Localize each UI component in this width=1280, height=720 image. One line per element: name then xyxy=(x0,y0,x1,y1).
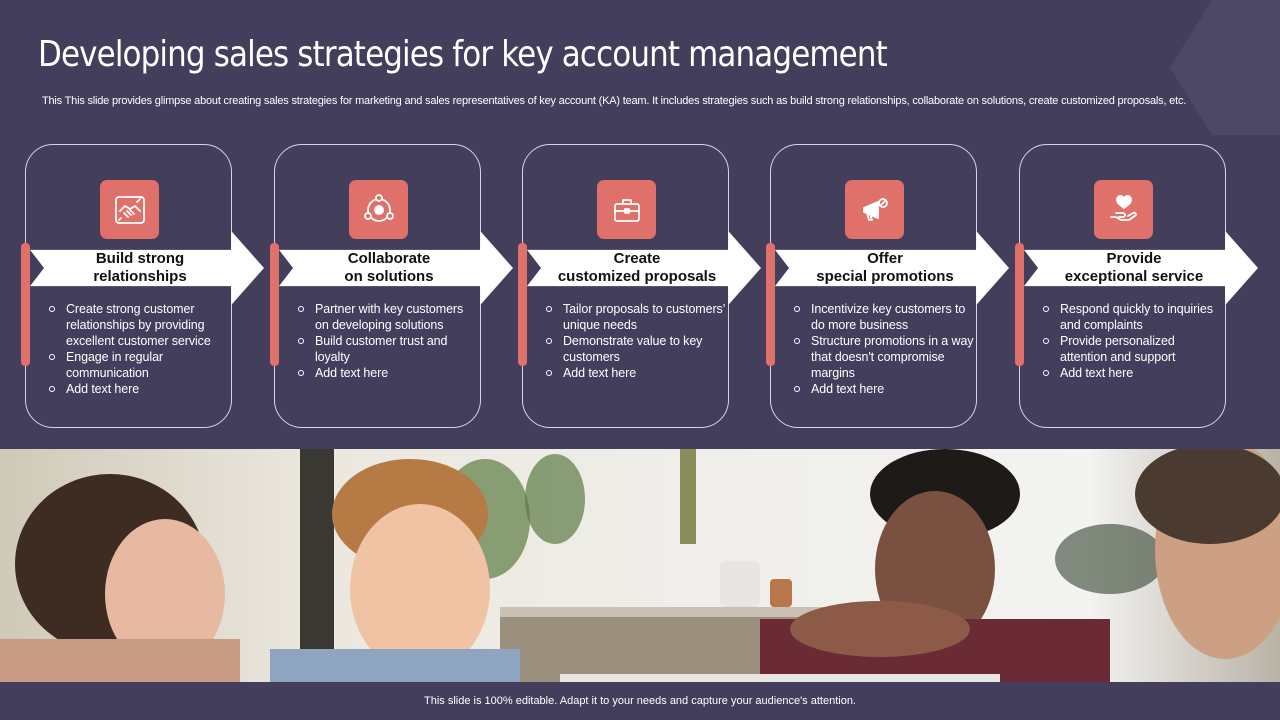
list-item: Incentivize key customers to do more bus… xyxy=(793,301,975,333)
bullet-list: Incentivize key customers to do more bus… xyxy=(793,301,975,397)
team-gear-icon xyxy=(349,180,408,239)
list-item: Add text here xyxy=(48,381,230,397)
list-item: Tailor proposals to customers’ unique ne… xyxy=(545,301,727,333)
list-item: Partner with key customers on developing… xyxy=(297,301,479,333)
list-item: Demonstrate value to key customers xyxy=(545,333,727,365)
card-title: Build strong relationships xyxy=(93,250,187,285)
page-subtitle: This This slide provides glimpse about c… xyxy=(42,95,1187,107)
card-title: Create customized proposals xyxy=(557,250,717,285)
accent-bar xyxy=(270,243,279,366)
card-title: Offer special promotions xyxy=(816,250,954,285)
megaphone-icon xyxy=(845,180,904,239)
list-item: Structure promotions in a way that doesn… xyxy=(793,333,975,381)
footer-note: This slide is 100% editable. Adapt it to… xyxy=(424,695,856,707)
strategy-card-promotions: Offer special promotions Incentivize key… xyxy=(766,144,1009,428)
team-meeting-photo xyxy=(0,449,1280,682)
list-item: Add text here xyxy=(545,365,727,381)
card-title: Collaborate on solutions xyxy=(344,250,434,285)
accent-bar xyxy=(21,243,30,366)
strategy-card-service: Provide exceptional service Respond quic… xyxy=(1015,144,1258,428)
list-item: Build customer trust and loyalty xyxy=(297,333,479,365)
accent-bar xyxy=(518,243,527,366)
bullet-list: Respond quickly to inquiries and complai… xyxy=(1042,301,1224,381)
list-item: Provide personalized attention and suppo… xyxy=(1042,333,1224,365)
strategy-card-collaborate: Collaborate on solutions Partner with ke… xyxy=(270,144,513,428)
list-item: Add text here xyxy=(297,365,479,381)
hand-heart-icon xyxy=(1094,180,1153,239)
list-item: Engage in regular communication xyxy=(48,349,230,381)
list-item: Respond quickly to inquiries and complai… xyxy=(1042,301,1224,333)
page-title: Developing sales strategies for key acco… xyxy=(38,34,888,75)
photo-illustration xyxy=(0,449,1280,682)
strategy-card-proposals: Create customized proposals Tailor propo… xyxy=(518,144,761,428)
accent-bar xyxy=(766,243,775,366)
strategy-card-relationships: Build strong relationships Create strong… xyxy=(21,144,264,428)
briefcase-icon xyxy=(597,180,656,239)
list-item: Add text here xyxy=(793,381,975,397)
list-item: Add text here xyxy=(1042,365,1224,381)
list-item: Create strong customer relationships by … xyxy=(48,301,230,349)
handshake-icon xyxy=(100,180,159,239)
card-title: Provide exceptional service xyxy=(1064,250,1204,285)
accent-bar xyxy=(1015,243,1024,366)
bullet-list: Tailor proposals to customers’ unique ne… xyxy=(545,301,727,381)
corner-decoration xyxy=(1170,0,1280,135)
bullet-list: Partner with key customers on developing… xyxy=(297,301,479,381)
bullet-list: Create strong customer relationships by … xyxy=(48,301,230,397)
